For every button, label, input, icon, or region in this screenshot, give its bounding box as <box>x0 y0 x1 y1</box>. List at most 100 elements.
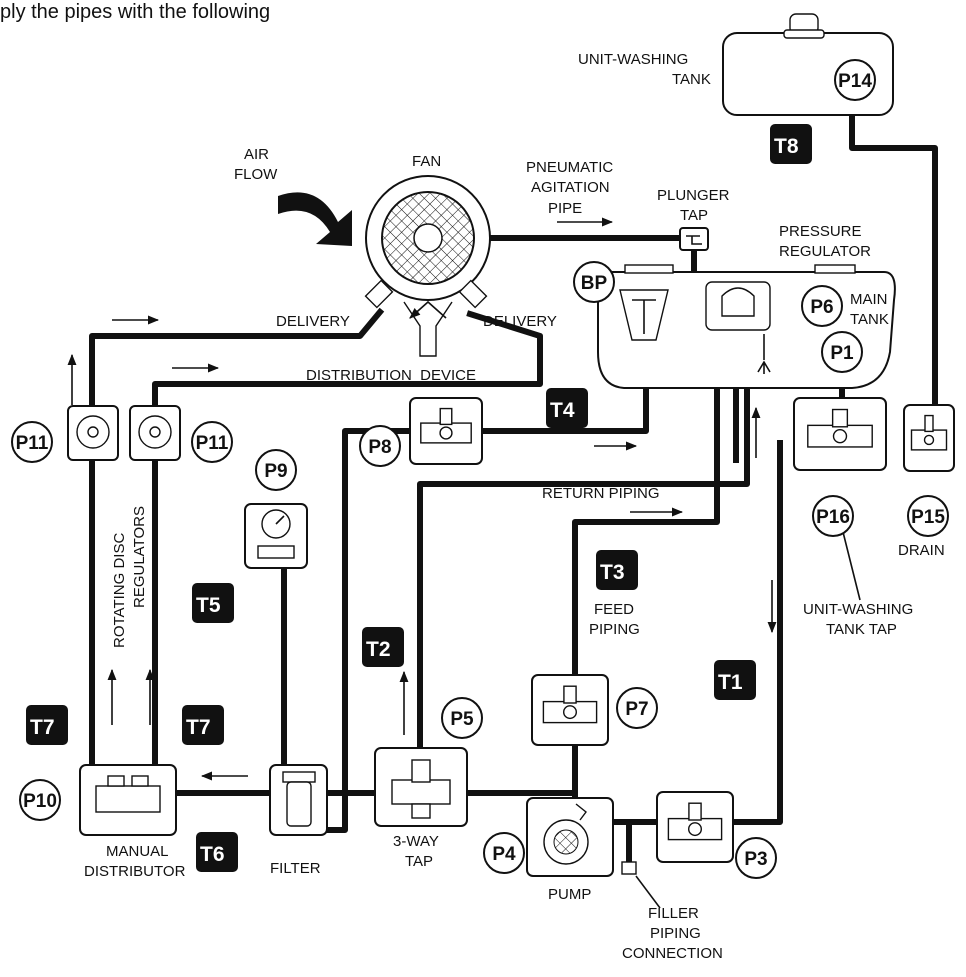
svg-text:P3: P3 <box>744 849 767 870</box>
tag-bp: BP <box>573 261 615 303</box>
fan-left-outlet <box>364 279 394 309</box>
rotating-disc-regulator-right <box>129 405 181 461</box>
three-way-tap <box>374 747 468 827</box>
tag-p1: P1 <box>821 331 863 373</box>
svg-text:P9: P9 <box>264 461 287 482</box>
uw-tap-label-1: UNIT-WASHING <box>803 601 913 618</box>
tag-t2: T2 <box>362 627 404 667</box>
svg-text:P4: P4 <box>492 844 516 865</box>
three-way-label-2: TAP <box>405 853 433 870</box>
main-tank-label-1: MAIN <box>850 291 888 308</box>
svg-text:T6: T6 <box>200 843 225 866</box>
return-piping-label: RETURN PIPING <box>542 485 660 502</box>
pneumatic-label-3: PIPE <box>548 200 582 217</box>
pump <box>526 797 614 877</box>
svg-text:P15: P15 <box>911 507 945 528</box>
three-way-label-1: 3-WAY <box>393 833 439 850</box>
pump-label: PUMP <box>548 886 591 903</box>
filter <box>269 764 328 836</box>
pneumatic-label-2: AGITATION <box>531 179 610 196</box>
valve-p7 <box>531 674 609 746</box>
valve-p8 <box>409 397 483 465</box>
tag-p6: P6 <box>801 285 843 327</box>
tag-t7-left: T7 <box>26 705 68 745</box>
svg-text:P6: P6 <box>810 297 833 318</box>
uw-tank-label-2: TANK <box>672 71 711 88</box>
filler-label-1: FILLER <box>648 905 699 922</box>
pressure-label-1: PRESSURE <box>779 223 862 240</box>
plunger-tap <box>679 227 709 251</box>
tag-p3: P3 <box>735 837 777 879</box>
plunger-label-1: PLUNGER <box>657 187 730 204</box>
svg-text:P16: P16 <box>816 507 850 528</box>
flow-arrows <box>67 192 777 781</box>
page-heading: ply the pipes with the following <box>0 1 270 23</box>
svg-text:T4: T4 <box>550 399 575 422</box>
svg-text:P11: P11 <box>16 433 49 454</box>
fan-label: FAN <box>412 153 441 170</box>
delivery-left-label: DELIVERY <box>276 313 350 330</box>
tag-p4: P4 <box>483 832 525 874</box>
distribution-device <box>403 301 453 357</box>
valve-p3 <box>656 791 734 863</box>
pipe-tags: T8 T4 T3 T5 T2 T1 T7 T7 T6 <box>26 124 812 872</box>
tag-t6: T6 <box>196 832 238 872</box>
svg-text:T5: T5 <box>196 594 221 617</box>
drain-tap-p15 <box>903 404 955 472</box>
manual-dist-label-1: MANUAL <box>106 843 169 860</box>
pipes <box>89 112 938 873</box>
tag-t5: T5 <box>192 583 234 623</box>
tag-p5: P5 <box>441 697 483 739</box>
filter-label: FILTER <box>270 860 321 877</box>
fan-right-outlet <box>458 279 488 309</box>
valves <box>409 397 955 863</box>
t8-pipe <box>849 112 938 408</box>
text-labels: AIR FLOW FAN PNEUMATIC AGITATION PIPE PL… <box>84 51 945 962</box>
tag-p14: P14 <box>834 59 876 101</box>
tag-t7-right: T7 <box>182 705 224 745</box>
tag-p16: P16 <box>812 495 854 537</box>
left-delivery-pipe <box>89 307 385 768</box>
feed-label-1: FEED <box>594 601 634 618</box>
fan <box>364 175 491 357</box>
svg-text:P7: P7 <box>625 699 648 720</box>
svg-text:T2: T2 <box>366 638 391 661</box>
t2-pipe <box>417 385 750 751</box>
svg-text:T7: T7 <box>30 716 55 739</box>
svg-text:P11: P11 <box>196 433 229 454</box>
valve-p1 <box>793 397 887 471</box>
tag-p7: P7 <box>616 687 658 729</box>
air-flow-arrow <box>278 192 352 246</box>
rdr-label-2: REGULATORS <box>131 506 148 608</box>
distribution-device-label: DISTRIBUTION DEVICE <box>306 367 476 384</box>
manual-dist-label-2: DISTRIBUTOR <box>84 863 186 880</box>
tag-p11-right: P11 <box>191 421 233 463</box>
tag-t4: T4 <box>546 388 588 428</box>
uw-tank-label-1: UNIT-WASHING <box>578 51 688 68</box>
tag-p10: P10 <box>19 779 61 821</box>
p16-leader <box>842 531 861 601</box>
pressure-gauge <box>244 503 308 569</box>
tag-t1: T1 <box>714 660 756 700</box>
filler-label-3: CONNECTION <box>622 945 723 962</box>
air-label-2: FLOW <box>234 166 278 183</box>
main-tank-label-2: TANK <box>850 311 889 328</box>
right-delivery-pipe <box>152 310 543 768</box>
svg-text:P5: P5 <box>450 709 474 730</box>
feed-label-2: PIPING <box>589 621 640 638</box>
svg-text:T1: T1 <box>718 671 743 694</box>
rdr-label-1: ROTATING DISC <box>111 533 128 648</box>
tag-t8: T8 <box>770 124 812 164</box>
svg-text:T8: T8 <box>774 135 799 158</box>
uw-tap-label-2: TANK TAP <box>826 621 897 638</box>
manual-distributor <box>79 764 177 836</box>
rotating-disc-regulator-left <box>67 405 119 461</box>
svg-text:T7: T7 <box>186 716 211 739</box>
filler-label-2: PIPING <box>650 925 701 942</box>
tag-p9: P9 <box>255 449 297 491</box>
svg-text:P14: P14 <box>838 71 872 92</box>
drain-label: DRAIN <box>898 542 945 559</box>
delivery-right-label: DELIVERY <box>483 313 557 330</box>
pressure-label-2: REGULATOR <box>779 243 871 260</box>
